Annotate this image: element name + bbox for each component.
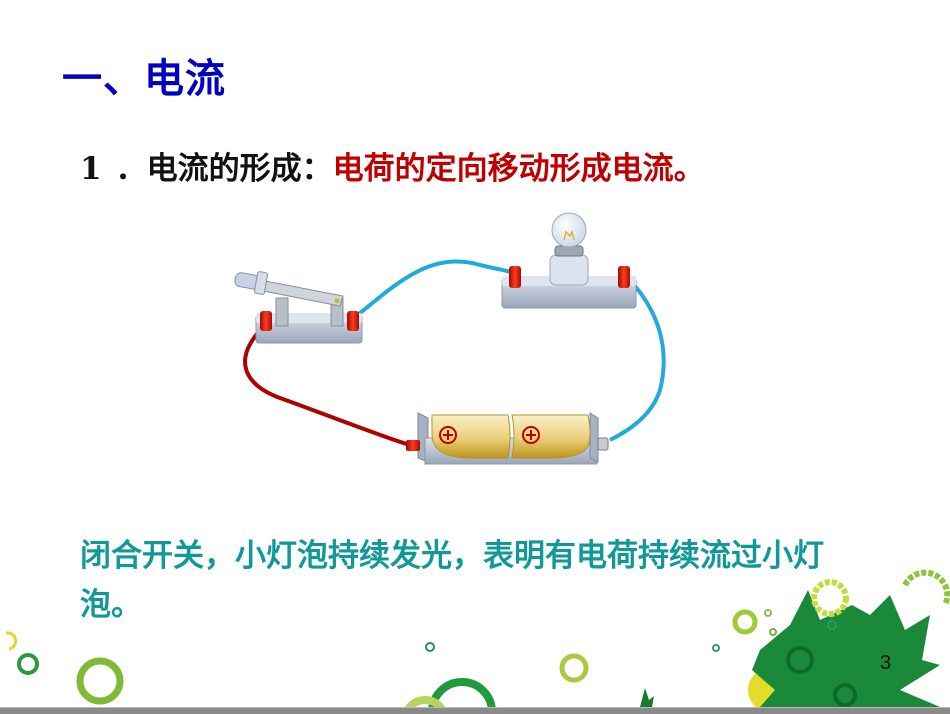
point-label: ．电流的形成：	[115, 151, 333, 187]
leaf-icon	[752, 590, 940, 707]
wire-red-switch-battery	[243, 323, 411, 447]
circuit-diagram	[234, 212, 666, 465]
slide-title: 一、电流	[62, 56, 226, 102]
wire-blue-bulb-battery	[609, 273, 666, 442]
bulb-icon	[501, 212, 637, 309]
bottom-bar	[0, 707, 950, 714]
point-1: 1 ．电流的形成：电荷的定向移动形成电流。	[80, 143, 705, 188]
decorative-bubbles	[5, 569, 950, 707]
battery-terminal-gray	[597, 437, 609, 451]
point-number: 1	[80, 151, 102, 187]
switch-icon	[234, 271, 363, 344]
explanation-text: 闭合开关，小灯泡持续发光，表明有电荷持续流过小灯泡。	[80, 538, 824, 623]
point-definition: 电荷的定向移动形成电流。	[332, 151, 705, 187]
page-number: 3	[880, 652, 892, 674]
wire-blue-switch-bulb	[352, 259, 518, 320]
battery-cell-icon	[431, 414, 511, 459]
battery-cell-icon	[511, 414, 591, 459]
battery-terminal-red	[406, 440, 420, 451]
